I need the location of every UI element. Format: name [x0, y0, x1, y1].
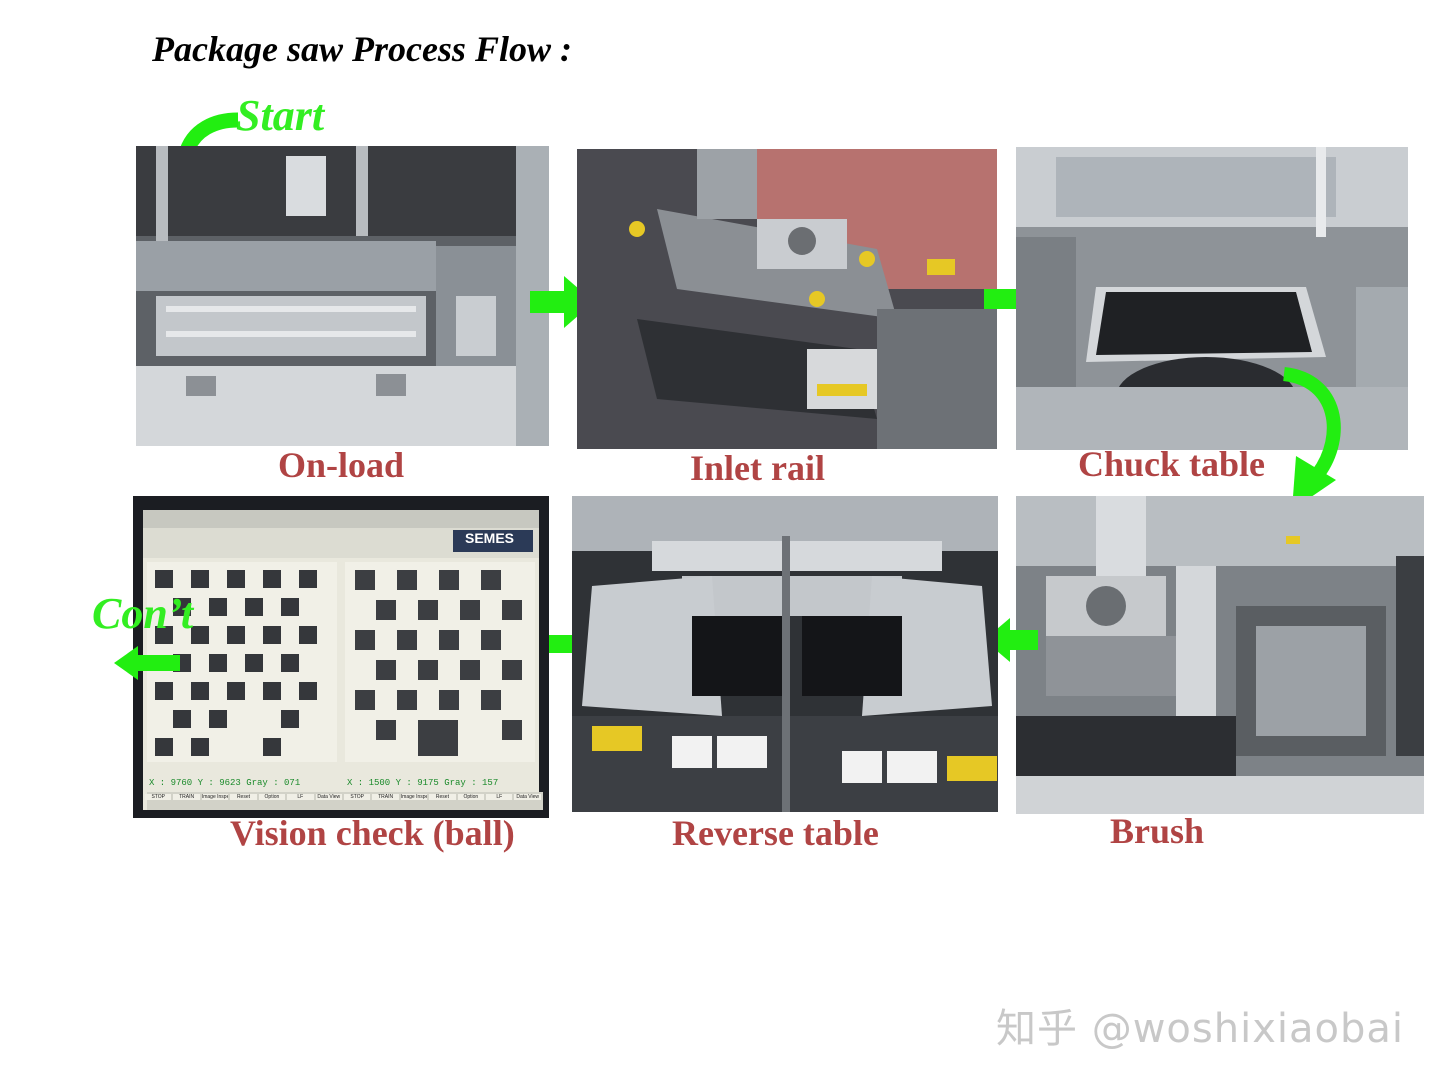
vision-button[interactable]: Option — [457, 794, 485, 800]
vision-button[interactable]: TRAIN — [173, 794, 200, 800]
vision-button[interactable]: LF — [486, 794, 513, 800]
brush-photo — [1016, 496, 1424, 814]
inlet-rail-photo — [577, 149, 997, 449]
vision-button[interactable]: TRAIN — [372, 794, 399, 800]
vision-button[interactable]: Data View — [315, 794, 342, 800]
vision-button[interactable]: Data View — [514, 794, 541, 800]
vision-right-readout: X : 1500 Y : 9175 Gray : 157 — [347, 778, 499, 788]
vision-screen — [133, 496, 549, 818]
vision-button[interactable]: STOP — [145, 794, 172, 800]
step-label-onload: On-load — [278, 445, 405, 485]
vision-button[interactable]: LF — [287, 794, 314, 800]
vision-button[interactable]: Reset — [429, 794, 456, 800]
reverse-table-photo — [572, 496, 998, 812]
vision-left-readout: X : 9760 Y : 9623 Gray : 071 — [149, 778, 301, 788]
chuck-table-photo — [1016, 147, 1408, 450]
vision-button[interactable]: Image Inspection — [201, 794, 229, 800]
vision-button[interactable]: STOP — [343, 794, 371, 800]
vision-button-row: STOP TRAIN Image Inspection Reset Option… — [145, 794, 541, 800]
step-label-brush: Brush — [1110, 811, 1205, 851]
continue-label: Con’t — [92, 589, 194, 638]
watermark: 知乎 @woshixiaobai — [996, 1006, 1404, 1052]
step-label-chuck-table: Chuck table — [1078, 444, 1266, 484]
vision-check-photo: SEMES X : 9760 Y : 9623 Gray : 071 X : 1… — [133, 496, 549, 818]
step-label-inlet-rail: Inlet rail — [690, 448, 825, 488]
vision-button[interactable]: Reset — [230, 794, 257, 800]
onload-photo — [136, 146, 549, 446]
vision-brand: SEMES — [465, 530, 515, 546]
step-label-vision-check: Vision check (ball) — [230, 813, 515, 853]
step-label-reverse-table: Reverse table — [672, 813, 879, 853]
start-label: Start — [236, 91, 325, 140]
vision-button[interactable]: Image Inspection — [400, 794, 428, 800]
page-title: Package saw Process Flow : — [152, 29, 572, 69]
continue-arrow-left-icon — [114, 646, 180, 680]
vision-button[interactable]: Option — [258, 794, 286, 800]
